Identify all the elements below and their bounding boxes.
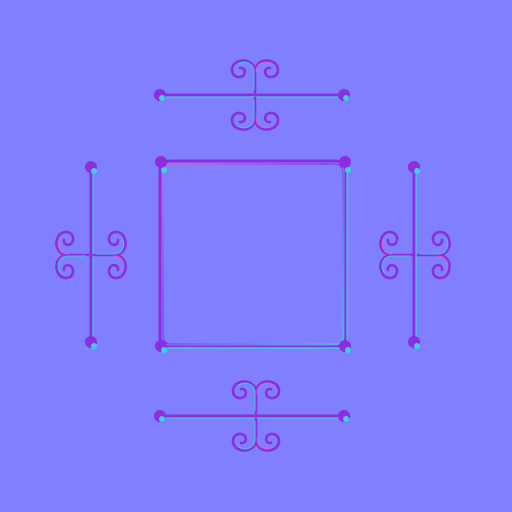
left-bar-ornament xyxy=(55,161,127,349)
bottom-bar-ornament xyxy=(154,380,350,452)
right-bar-ornament xyxy=(379,161,451,349)
center-frame xyxy=(155,156,351,353)
top-bar-ornament xyxy=(154,59,350,131)
